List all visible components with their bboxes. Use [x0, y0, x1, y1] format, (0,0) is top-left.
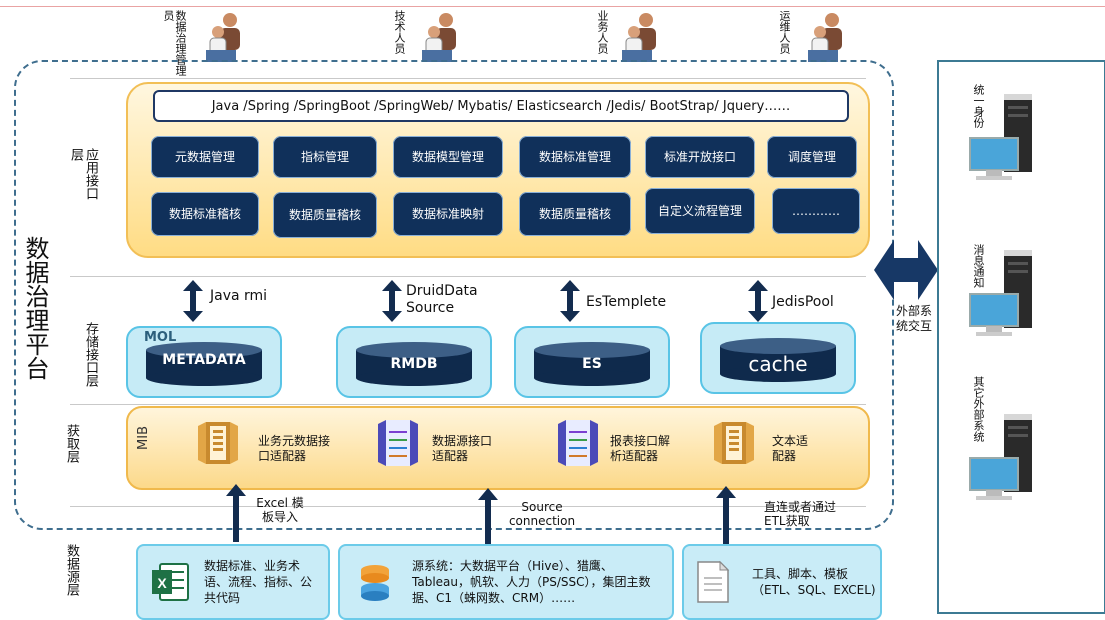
database-cylinder-icon — [146, 342, 262, 386]
mib-label: MIB — [136, 426, 151, 450]
store-label-metadata: METADATA — [162, 352, 246, 368]
adapter-icon — [378, 420, 418, 466]
bidirectional-arrow-icon — [382, 280, 402, 322]
user-figure-icon — [622, 13, 656, 62]
svg-text:X: X — [157, 575, 167, 591]
store-label-rmdb: RMDB — [390, 356, 438, 372]
role-label-ops: 运维人员 — [778, 10, 791, 54]
layer-divider — [70, 506, 866, 507]
adapter-icon — [714, 422, 754, 464]
layer-label-app: 应用接口层 — [68, 148, 98, 200]
layer-divider — [70, 404, 866, 405]
module-scheduling-mgmt: 调度管理 — [767, 136, 857, 178]
module-quality-audit: 数据质量稽核 — [273, 192, 377, 238]
user-figure-icon — [808, 13, 842, 62]
database-cylinder-icon — [720, 338, 836, 382]
layer-label-source: 数据源层 — [64, 544, 79, 596]
bidirectional-arrow-icon — [748, 280, 768, 322]
platform-title: 数据治理平台 — [21, 236, 49, 380]
up-arrow-icon — [478, 488, 498, 544]
database-cylinder-icon — [534, 342, 650, 386]
database-cylinder-icon — [356, 342, 472, 386]
module-standard-mapping: 数据标准映射 — [393, 192, 503, 236]
conn-label-source: Source connection — [508, 500, 576, 528]
role-label-tech: 技术人员 — [393, 10, 406, 54]
up-arrow-icon — [226, 484, 246, 542]
store-label-cache: cache — [748, 352, 808, 376]
mol-label: MOL — [144, 330, 177, 345]
document-icon — [697, 560, 730, 603]
conn-label-etl: 直连或者通过ETL获取 — [764, 500, 837, 528]
bidirectional-arrow-icon — [560, 280, 580, 322]
adapter-label-report: 报表接口解析适配器 — [610, 434, 671, 463]
adapter-label-text: 文本适配器 — [772, 434, 809, 463]
database-stack-icon — [361, 565, 389, 601]
api-label-jedispool: JedisPool — [772, 294, 834, 310]
api-label-druid: DruidDataSource — [406, 283, 478, 316]
excel-icon: X — [152, 563, 189, 601]
api-label-java-rmi: Java rmi — [210, 288, 268, 304]
external-label-unified-identity: 统一身份 — [972, 84, 985, 128]
source-text-tools: 工具、脚本、模板（ETL、SQL、EXCEL) — [752, 567, 876, 597]
module-data-standard-mgmt: 数据标准管理 — [519, 136, 631, 178]
store-metadata: MOL METADATA — [126, 326, 282, 398]
source-text-excel: 数据标准、业务术语、流程、指标、公共代码 — [204, 559, 313, 605]
module-more: ………… — [772, 188, 860, 234]
module-metadata-mgmt: 元数据管理 — [151, 136, 259, 178]
server-workstation-icon — [969, 94, 1032, 180]
adapter-label-business-metadata: 业务元数据接口适配器 — [258, 434, 331, 463]
module-standard-audit: 数据标准稽核 — [151, 192, 259, 236]
module-data-model-mgmt: 数据模型管理 — [393, 136, 503, 178]
tech-stack-bar: Java /Spring /SpringBoot /SpringWeb/ Myb… — [153, 90, 849, 122]
external-interaction-label: 外部系统交互 — [896, 304, 933, 333]
source-box-systems: 源系统：大数据平台（Hive）、猎鹰、Tableau，帆软、人力（PS/SSC）… — [338, 544, 674, 620]
api-label-estemplete: EsTemplete — [586, 294, 667, 310]
user-figure-icon — [206, 13, 240, 62]
source-box-excel: X 数据标准、业务术语、流程、指标、公共代码 — [136, 544, 330, 620]
layer-label-acquire: 获取层 — [64, 424, 79, 463]
module-indicator-mgmt: 指标管理 — [273, 136, 377, 178]
top-rule — [0, 6, 1105, 7]
source-text-systems: 源系统：大数据平台（Hive）、猎鹰、Tableau，帆软、人力（PS/SSC）… — [412, 559, 651, 605]
bidirectional-horizontal-arrow-icon — [874, 240, 938, 300]
bidirectional-arrow-icon — [183, 280, 203, 322]
module-custom-workflow: 自定义流程管理 — [645, 188, 755, 234]
role-label-data-admin: 数据治理管理员 — [162, 10, 187, 76]
adapter-icon — [198, 422, 238, 464]
up-arrow-icon — [716, 486, 736, 544]
module-standard-open-api: 标准开放接口 — [645, 136, 755, 178]
adapter-label-datasource: 数据源接口适配器 — [432, 434, 493, 463]
source-box-tools: 工具、脚本、模板（ETL、SQL、EXCEL) — [682, 544, 882, 620]
layer-divider — [70, 276, 866, 277]
external-label-message-notify: 消息通知 — [972, 244, 985, 288]
adapter-icon — [558, 420, 598, 466]
layer-divider — [70, 78, 866, 79]
server-workstation-icon — [969, 414, 1032, 500]
conn-label-excel: Excel 模板导入 — [256, 496, 304, 524]
role-label-business: 业务人员 — [596, 10, 609, 54]
module-quality-audit-2: 数据质量稽核 — [519, 192, 631, 236]
store-label-es: ES — [582, 356, 602, 372]
layer-label-storage: 存储接口层 — [83, 322, 98, 387]
user-figure-icon — [422, 13, 456, 62]
store-es: ES — [514, 326, 670, 398]
external-label-other-systems: 其它外部系统 — [972, 376, 985, 442]
store-cache: cache — [700, 322, 856, 394]
server-workstation-icon — [969, 250, 1032, 336]
store-rmdb: RMDB — [336, 326, 492, 398]
acquisition-layer-panel — [126, 406, 870, 490]
